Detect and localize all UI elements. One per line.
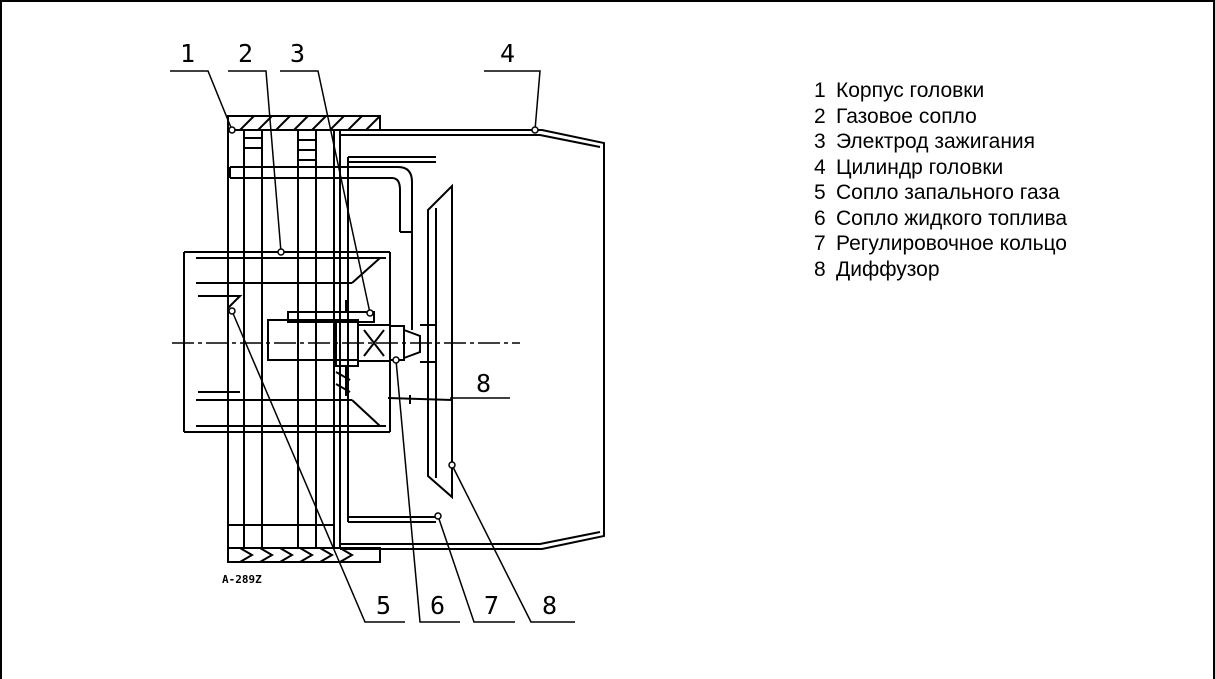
callout-4: 4 [500, 39, 515, 68]
ignition-cable [229, 166, 413, 330]
legend-item: 6 Сопло жидкого топлива [814, 206, 1067, 232]
legend-label: Электрод зажигания [836, 130, 1036, 153]
head-housing-bottom-flange [227, 547, 381, 563]
head-cylinder [339, 129, 605, 550]
oil-nozzle-assembly [267, 300, 421, 396]
legend-label: Газовое сопло [836, 104, 977, 128]
legend-item: 3 Электрод зажигания [814, 129, 1067, 155]
legend-number: 5 [814, 181, 826, 204]
legend-number: 2 [814, 104, 826, 128]
legend-number: 6 [814, 206, 826, 230]
legend-number: 3 [814, 130, 826, 153]
callout-8-inline: 8 [476, 369, 491, 398]
head-housing-top-flange [227, 115, 381, 131]
legend-label: Диффузор [836, 257, 940, 281]
callout-5: 5 [376, 591, 391, 620]
legend-item: 7 Регулировочное кольцо [814, 231, 1067, 257]
legend-label: Регулировочное кольцо [836, 232, 1067, 255]
callout-3: 3 [290, 39, 305, 68]
callout-1: 1 [180, 39, 195, 68]
legend-item: 8 Диффузор [814, 257, 1067, 283]
gas-nozzle [183, 251, 391, 433]
legend-label: Цилиндр головки [836, 155, 1004, 179]
legend-item: 1 Корпус головки [814, 78, 1067, 104]
legend-number: 1 [814, 79, 826, 102]
air-tube [347, 156, 436, 523]
callout-7: 7 [484, 591, 499, 620]
callout-8: 8 [542, 591, 557, 620]
leader-lines [170, 70, 575, 623]
drawing-code: A-289Z [222, 573, 262, 586]
legend-number: 4 [814, 155, 826, 179]
callout-2: 2 [238, 39, 253, 68]
legend-item: 5 Сопло запального газа [814, 180, 1067, 206]
legend-label: Сопло жидкого топлива [836, 206, 1068, 230]
callout-6: 6 [430, 591, 445, 620]
legend-number: 8 [814, 257, 826, 281]
legend-item: 4 Цилиндр головки [814, 155, 1067, 181]
legend-number: 7 [814, 232, 826, 255]
legend-label: Сопло запального газа [836, 181, 1060, 204]
legend-label: Корпус головки [836, 79, 985, 102]
leader-dots [228, 126, 539, 520]
legend-item: 2 Газовое сопло [814, 104, 1067, 130]
parts-legend: 1 Корпус головки 2 Газовое сопло 3 Электрод… [814, 78, 1067, 282]
